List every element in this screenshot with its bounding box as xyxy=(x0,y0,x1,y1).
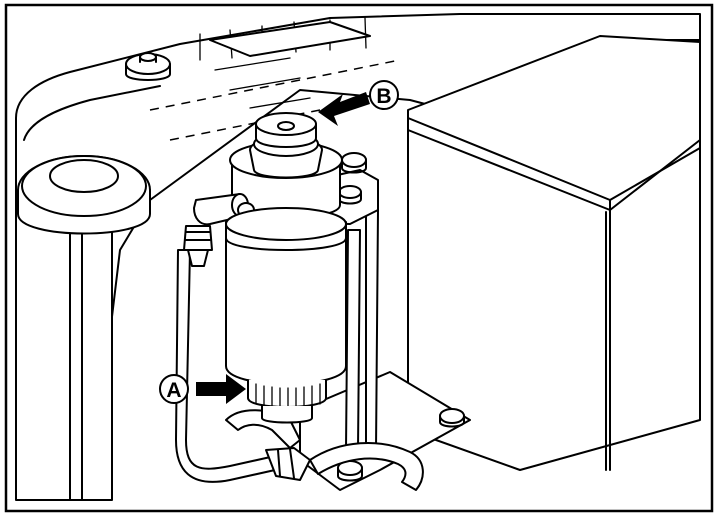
callout-b-arrow xyxy=(318,92,370,126)
callout-b: B xyxy=(318,80,399,126)
filler-cap xyxy=(17,155,151,501)
callout-a-arrow xyxy=(196,374,246,404)
battery-box xyxy=(407,35,701,471)
filter-canister xyxy=(225,207,347,424)
callout-b-circle xyxy=(369,80,399,110)
callout-a-circle xyxy=(159,374,189,404)
callout-a: A xyxy=(159,374,246,404)
plate-bolt-right xyxy=(439,408,465,428)
callout-b-label: B xyxy=(376,85,391,108)
callout-a-label: A xyxy=(166,379,181,402)
filter-head xyxy=(229,112,379,225)
plate-bolt-left xyxy=(337,460,363,482)
